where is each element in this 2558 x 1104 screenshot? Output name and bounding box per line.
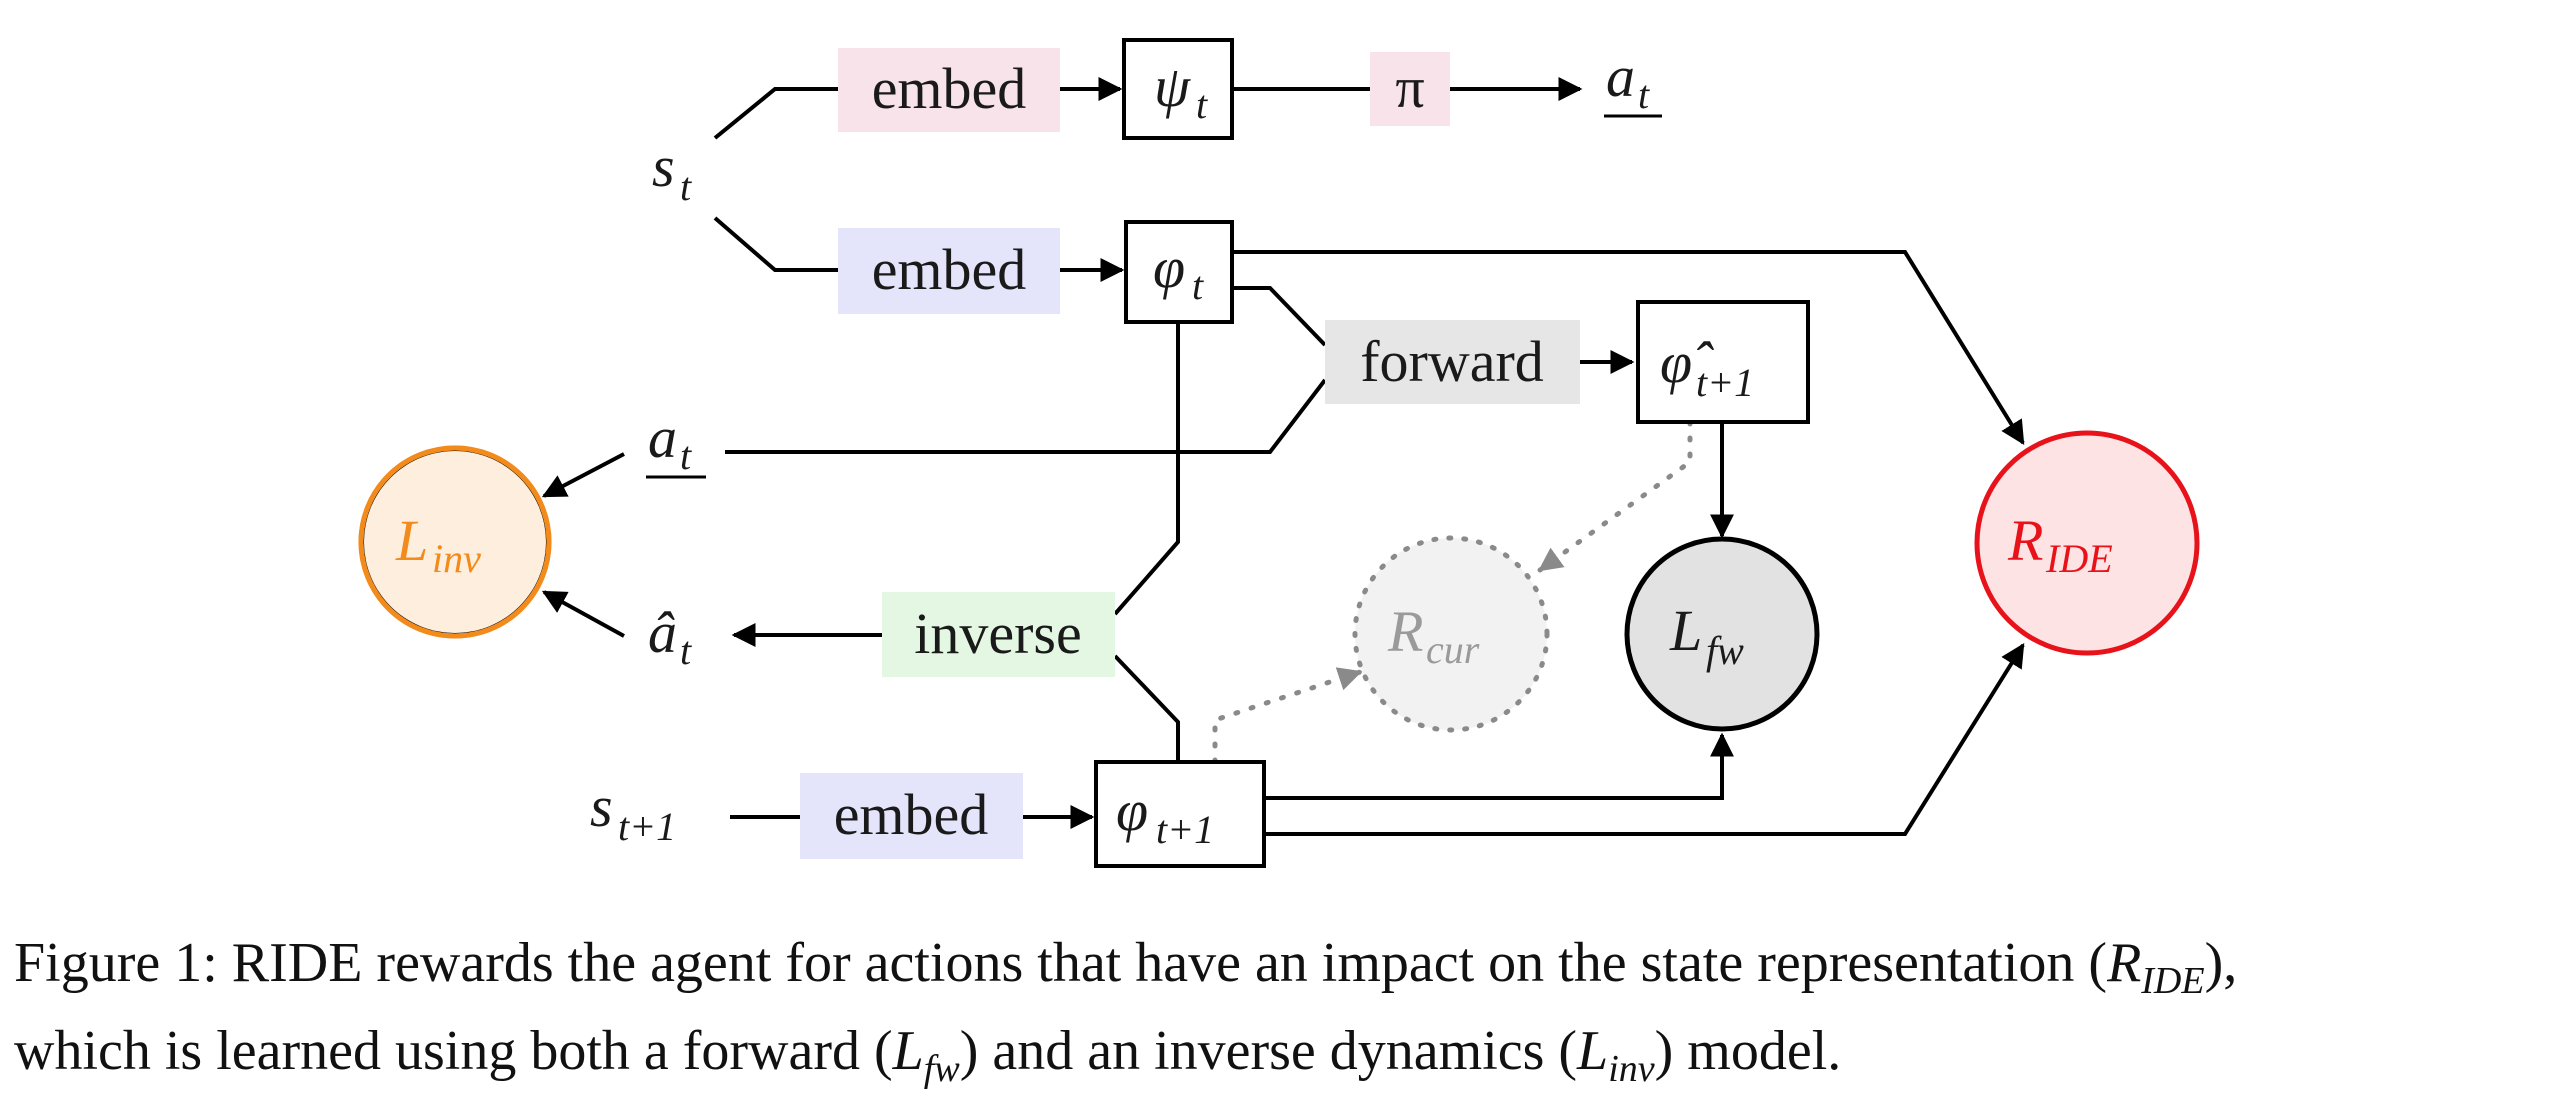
- svg-text:a: a: [1606, 44, 1635, 109]
- l-fw-symbol: L: [1669, 598, 1702, 663]
- forward-label: forward: [1360, 329, 1544, 394]
- inverse-box: inverse: [882, 592, 1115, 677]
- ride-architecture-diagram: embed embed embed π forward inverse ψ t …: [358, 38, 2200, 868]
- svg-text:t: t: [680, 433, 692, 478]
- psi-t-node: ψ t: [1122, 38, 1234, 140]
- edge-at-to-linv: [541, 452, 625, 498]
- edge-phit1-to-rcur: [1212, 667, 1363, 765]
- phi-t1-symbol: φ: [1116, 778, 1148, 843]
- psi-symbol: ψ: [1154, 54, 1191, 119]
- l-inv-symbol: L: [395, 508, 428, 573]
- pi-box: π: [1370, 52, 1450, 126]
- edge-phi-to-inverse: [1113, 322, 1180, 616]
- inverse-label: inverse: [914, 601, 1082, 666]
- l-fw-node: L fw: [1624, 536, 1820, 732]
- edge-phit1-to-ride: [1264, 642, 2025, 836]
- l-inv-subscript: inv: [432, 536, 481, 581]
- edge-phi-to-forward: [1232, 286, 1327, 347]
- embed-box-policy: embed: [838, 48, 1060, 132]
- edge-phi-to-ride: [1232, 250, 2025, 446]
- svg-text:s: s: [652, 134, 675, 199]
- svg-text:s: s: [590, 774, 613, 839]
- edge-at-to-forward: [725, 378, 1327, 454]
- phi-subscript: t: [1192, 263, 1204, 308]
- edge-ahat-to-linv: [541, 590, 625, 638]
- l-fw-subscript: fw: [1706, 628, 1744, 673]
- embed-label: embed: [872, 56, 1027, 121]
- r-cur-symbol: R: [1387, 599, 1423, 664]
- psi-subscript: t: [1196, 82, 1208, 127]
- phi-t1-node: φ t+1: [1094, 760, 1266, 868]
- forward-box: forward: [1325, 320, 1580, 404]
- embed-label: embed: [872, 237, 1027, 302]
- phi-symbol: φ: [1153, 235, 1185, 300]
- svg-text:t+1: t+1: [618, 804, 676, 849]
- edge-phihat-to-rcur: [1537, 419, 1693, 573]
- svg-text:a: a: [648, 405, 677, 470]
- phi-t-node: φ t: [1124, 220, 1234, 324]
- embed-box-next-state: embed: [800, 773, 1023, 859]
- phi-t1-subscript: t+1: [1156, 807, 1214, 852]
- edge-phit1-to-lfw: [1264, 732, 1734, 800]
- l-inv-node: L inv: [358, 445, 552, 639]
- r-cur-node: R cur: [1352, 535, 1550, 733]
- edge-st-to-embed-top: [713, 87, 838, 140]
- r-ide-symbol: R: [2007, 508, 2043, 573]
- embed-box-state: embed: [838, 228, 1060, 314]
- phi-hat-subscript: t+1: [1696, 360, 1754, 405]
- svg-text:t: t: [1638, 72, 1650, 117]
- s-t1-label: s t+1: [590, 774, 676, 849]
- figure-caption: Figure 1: RIDE rewards the agent for act…: [14, 932, 2238, 1090]
- s-t-label: s t: [652, 134, 692, 209]
- r-ide-node: R IDE: [1974, 430, 2200, 656]
- edge-phit1-to-inverse: [1113, 654, 1180, 762]
- r-cur-subscript: cur: [1426, 627, 1480, 672]
- svg-text:t: t: [680, 628, 692, 673]
- pi-label: π: [1395, 55, 1424, 120]
- svg-text:t: t: [680, 164, 692, 209]
- a-hat-t-label: â t: [648, 600, 692, 673]
- a-t-output-label: a t: [1604, 44, 1662, 118]
- edge-st-to-embed-mid: [713, 216, 838, 272]
- a-t-input-label: a t: [646, 405, 706, 479]
- phi-hat-t1-node: φ̂ t+1: [1636, 300, 1810, 424]
- svg-text:â: â: [648, 600, 677, 665]
- r-ide-subscript: IDE: [2045, 536, 2113, 581]
- embed-label: embed: [834, 782, 989, 847]
